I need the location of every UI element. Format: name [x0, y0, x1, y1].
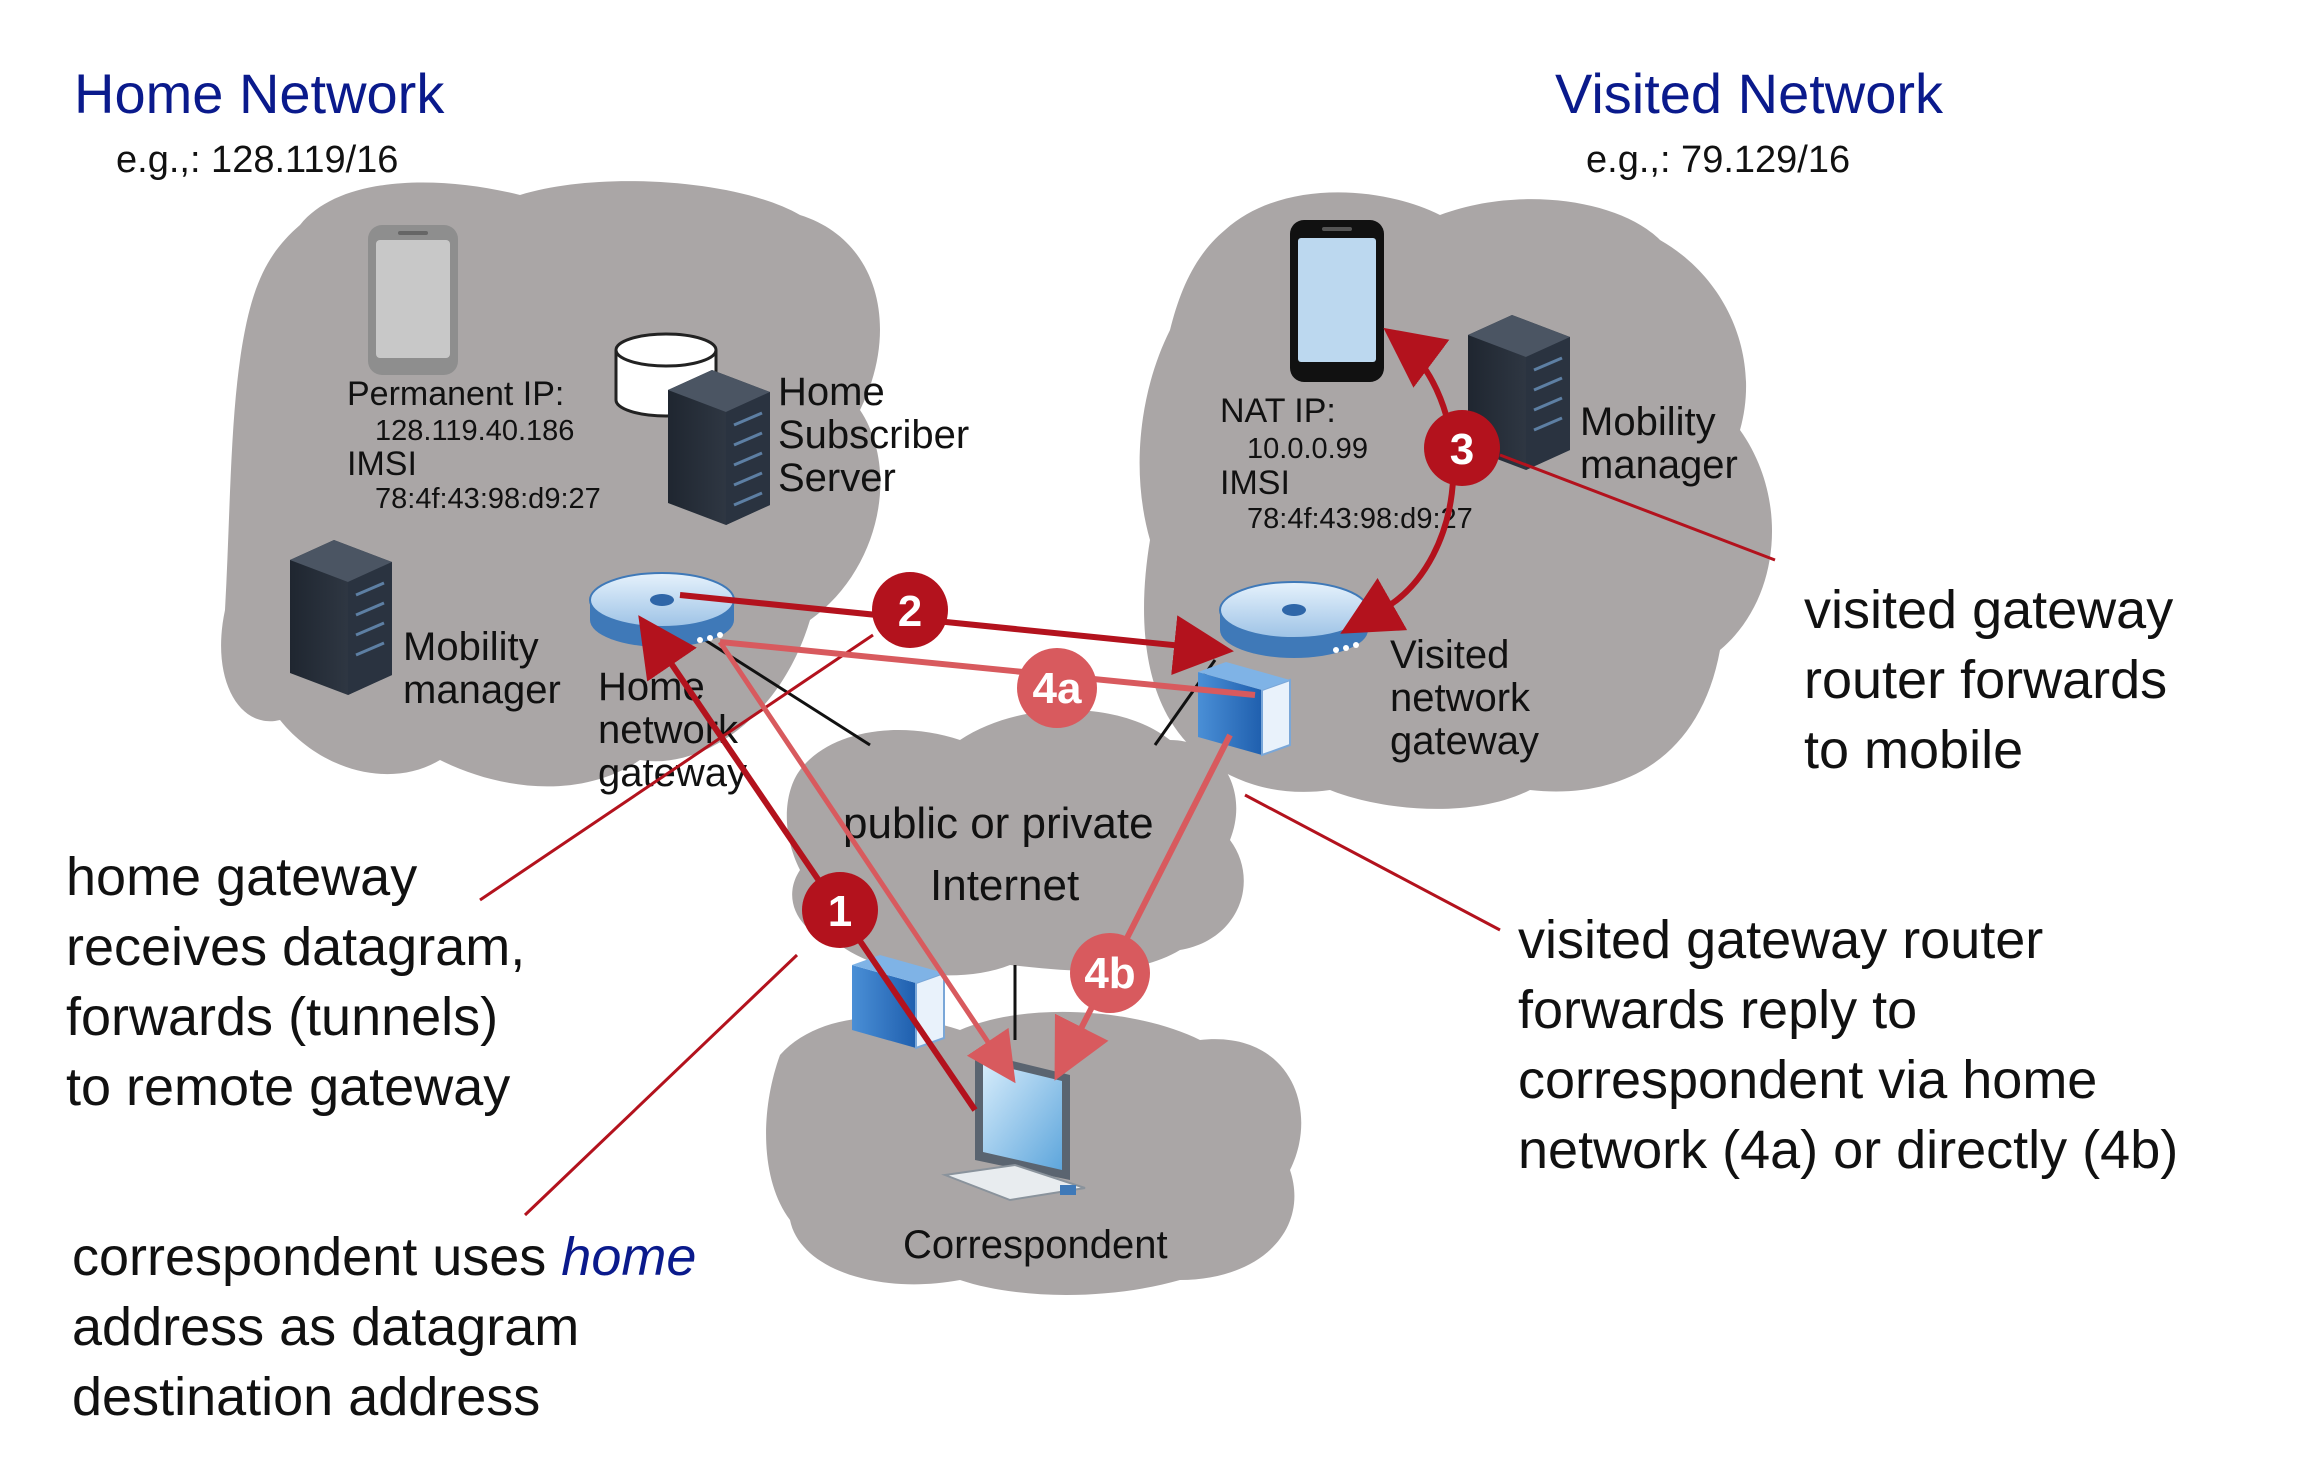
router-icon — [1219, 581, 1369, 658]
visited-network-title: Visited Network — [1555, 62, 1944, 125]
step-badge-2-text: 2 — [898, 587, 922, 636]
server-rack-icon — [668, 370, 770, 525]
step-badge-1: 1 — [802, 872, 878, 948]
note-correspondent-line1: correspondent uses home — [72, 1227, 696, 1287]
step-badge-2: 2 — [872, 572, 948, 648]
step-badge-4a-text: 4a — [1033, 664, 1082, 713]
step-badge-1-text: 1 — [828, 887, 852, 936]
note-home-gateway-line2: receives datagram, — [66, 917, 525, 977]
visited-network-subnet: e.g.,: 79.129/16 — [1586, 139, 1850, 181]
home-network-title: Home Network — [74, 62, 445, 125]
correspondent-label: Correspondent — [903, 1223, 1168, 1267]
note-correspondent-line2: address as datagram — [72, 1297, 579, 1357]
home-phone-imsi-label: IMSI — [347, 445, 417, 483]
hss-label-line2: Subscriber — [778, 413, 969, 457]
note-visited-reply-line2: forwards reply to — [1518, 980, 1917, 1040]
visited-gw-label-line3: gateway — [1390, 719, 1539, 763]
home-gw-label-line3: gateway — [598, 751, 747, 795]
visited-gw-label-line2: network — [1390, 676, 1531, 720]
note-home-gateway-line3: forwards (tunnels) — [66, 987, 498, 1047]
router-icon — [589, 572, 735, 647]
visited-phone-ip-label: NAT IP: — [1220, 392, 1336, 430]
note-home-gateway-line4: to remote gateway — [66, 1057, 510, 1117]
visited-mm-label-line1: Mobility — [1580, 400, 1716, 444]
hss-label-line3: Server — [778, 456, 896, 500]
step-badge-4a: 4a — [1017, 648, 1097, 728]
visited-gw-label-line1: Visited — [1390, 633, 1509, 677]
smartphone-icon — [368, 225, 458, 375]
visited-phone-imsi: 78:4f:43:98:d9:27 — [1247, 503, 1473, 535]
note-correspondent-emphasis: home — [561, 1227, 696, 1287]
visited-phone-imsi-label: IMSI — [1220, 464, 1290, 502]
hss-label-line1: Home — [778, 370, 885, 414]
flow-arrow-1 — [638, 615, 978, 1112]
desktop-computer-icon — [941, 1052, 1086, 1202]
flow-arrow-4b — [1054, 733, 1233, 1081]
smartphone-icon — [1290, 220, 1384, 382]
step-badge-4b-text: 4b — [1084, 949, 1135, 998]
note-visited-reply-line1: visited gateway router — [1518, 910, 2043, 970]
note-visited-reply-line4: network (4a) or directly (4b) — [1518, 1120, 2178, 1180]
flow-arrow-2 — [679, 592, 1234, 676]
home-phone-ip: 128.119.40.186 — [375, 415, 574, 447]
visited-phone-ip: 10.0.0.99 — [1247, 433, 1368, 465]
server-rack-icon — [290, 540, 392, 695]
visited-mm-label-line2: manager — [1580, 443, 1738, 487]
home-network-subnet: e.g.,: 128.119/16 — [116, 139, 398, 181]
leader-visited-gateway-reply — [1244, 793, 1501, 932]
step-badge-3-text: 3 — [1450, 425, 1474, 474]
leader-home-gateway — [479, 633, 874, 902]
leader-visited-gateway-mobile — [1499, 453, 1776, 562]
home-mm-label-line1: Mobility — [403, 625, 539, 669]
home-mm-label-line2: manager — [403, 668, 561, 712]
flow-arrow-4a-to-correspondent — [717, 640, 1016, 1084]
note-home-gateway-line1: home gateway — [66, 847, 417, 907]
note-correspondent-line3: destination address — [72, 1367, 540, 1427]
note-visited-reply-line3: correspondent via home — [1518, 1050, 2097, 1110]
internet-label-line1: public or private — [843, 799, 1154, 848]
home-phone-imsi: 78:4f:43:98:d9:27 — [375, 483, 601, 515]
note-visited-mobile-line3: to mobile — [1804, 720, 2023, 780]
note-visited-mobile-line1: visited gateway — [1804, 580, 2173, 640]
note-correspondent-prefix: correspondent uses — [72, 1227, 561, 1287]
note-visited-mobile-line2: router forwards — [1804, 650, 2167, 710]
leader-correspondent — [523, 953, 799, 1217]
internet-label-line2: Internet — [930, 861, 1079, 910]
step-badge-4b: 4b — [1070, 933, 1150, 1013]
step-badge-3: 3 — [1424, 410, 1500, 486]
home-phone-ip-label: Permanent IP: — [347, 375, 564, 413]
flow-arrow-4a-segment — [719, 639, 1256, 698]
